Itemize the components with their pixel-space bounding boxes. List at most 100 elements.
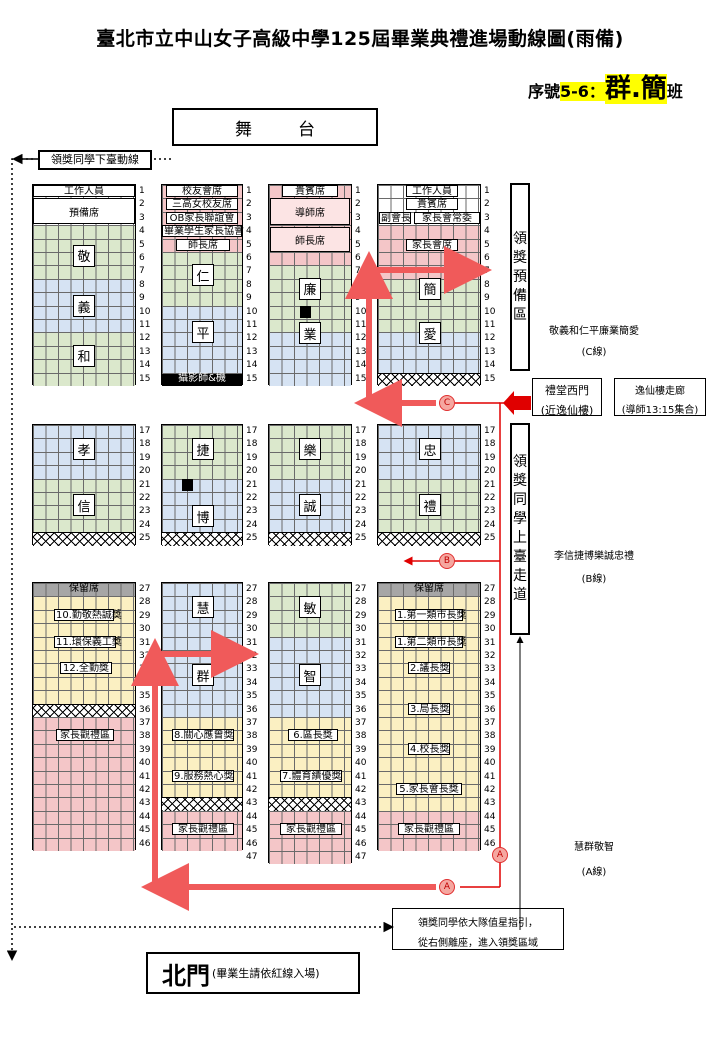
row-number: 20 (139, 466, 151, 477)
c-line-title: 敬義和仁平廉業簡愛 (549, 326, 639, 337)
award-label: 9.服務熱心獎 (172, 769, 234, 782)
seat-row (269, 837, 351, 851)
vertical-char: 區 (513, 306, 527, 323)
row-number: 34 (484, 677, 496, 688)
seat-row (33, 650, 135, 664)
a-line-title: 慧群敬智 (574, 842, 614, 853)
row-number: 9 (246, 293, 252, 304)
row-number: 14 (355, 360, 367, 371)
row-number: 24 (484, 519, 496, 530)
award-note-line1: 領獎同學依大隊值星指引， (418, 918, 538, 929)
a-line-label: (A線) (581, 867, 607, 878)
seat-row (33, 278, 135, 293)
row-number: 12 (484, 333, 496, 344)
row-number: 15 (484, 373, 496, 384)
seat-row (162, 425, 242, 439)
seat-row (269, 690, 351, 704)
row-number: 11 (139, 320, 151, 330)
north-gate-note: (畢業生請依紅線入場) (212, 967, 320, 980)
row-number: 10 (246, 306, 258, 317)
row-number: 18 (355, 439, 367, 450)
class-label: 簡 (419, 277, 441, 300)
vertical-char: 學 (513, 511, 527, 527)
row-number: 11 (355, 320, 367, 330)
row-number: 8 (139, 279, 145, 290)
row-number: 1 (246, 186, 252, 196)
parents-committee-label: 家長會常委 (414, 211, 480, 224)
row-number: 41 (139, 771, 151, 782)
seat-row (162, 305, 242, 319)
row-number: 41 (355, 771, 367, 782)
serial-prefix: 序號 (528, 82, 561, 101)
row-number: 25 (484, 533, 496, 544)
row-number: 11 (484, 320, 496, 330)
seat-row (378, 730, 480, 744)
row-number: 39 (246, 744, 258, 755)
corridor-title: 逸仙樓走廊 (635, 386, 685, 397)
award-label: 8.關心應曾獎 (172, 729, 234, 742)
row-number: 18 (139, 439, 151, 450)
seat-row (162, 690, 242, 704)
row-number: 40 (484, 758, 496, 769)
seat-row (378, 425, 480, 439)
row-number: 25 (139, 533, 151, 544)
vertical-char: 獎 (513, 473, 527, 489)
row-number: 5 (355, 239, 361, 250)
seat-row (33, 465, 135, 479)
row-number: 44 (355, 811, 367, 822)
seat-row (33, 623, 135, 637)
seat-row (378, 757, 480, 771)
black-seat (300, 305, 311, 318)
award-note-line2: 從右側離座，進入領獎區域 (418, 938, 538, 949)
seat-row (269, 650, 351, 664)
vertical-char: 領 (513, 230, 527, 247)
seat-row (269, 703, 351, 717)
seat-row (162, 359, 242, 373)
seat-row (162, 810, 242, 825)
seat-row (269, 425, 351, 439)
row-number: 44 (246, 811, 258, 822)
row-number: 2 (246, 199, 252, 210)
row-number: 31 (355, 637, 367, 648)
row-number: 21 (246, 479, 258, 490)
row-number: 25 (246, 533, 258, 544)
row-number: 2 (484, 199, 490, 210)
seat-row (33, 478, 135, 492)
class-label: 義 (73, 295, 95, 318)
row-number: 15 (355, 373, 367, 384)
class-label: 禮 (419, 494, 441, 516)
col2-mid-block (161, 424, 243, 546)
row-number: 24 (355, 519, 367, 530)
row-number: 17 (246, 426, 258, 436)
row-number: 40 (139, 758, 151, 769)
seat-row (378, 770, 480, 784)
row-number: 30 (139, 624, 151, 635)
parents-assoc-label: 畢業學生家長協會 (162, 225, 244, 238)
col1-mid-block (32, 424, 136, 546)
b-line-title: 李信捷博樂誠忠禮 (554, 551, 634, 562)
seat-row (33, 784, 135, 798)
seat-row (378, 532, 480, 546)
seat-row (33, 332, 135, 346)
row-number: 28 (246, 597, 258, 608)
class-label: 廉 (299, 277, 321, 300)
teachers-label: 師長席 (176, 238, 230, 251)
row-number: 38 (246, 731, 258, 742)
serial-suffix: 班 (666, 82, 683, 101)
seat-row (269, 784, 351, 798)
seat-row (162, 583, 242, 597)
row-number: 39 (484, 744, 496, 755)
corridor-box: 逸仙樓走廊 (導師13:15集合) (614, 378, 706, 416)
serial-number: 5-6： (560, 82, 605, 101)
row-number: 14 (139, 360, 151, 371)
seat-row (269, 345, 351, 360)
seat-row (378, 518, 480, 533)
row-number: 17 (139, 426, 151, 436)
row-number: 45 (484, 825, 496, 836)
vip-label: 貴賓席 (282, 185, 338, 197)
c-line-label: (C線) (581, 347, 607, 358)
west-gate-title: 禮堂西門 (545, 384, 589, 397)
row-number: 12 (139, 333, 151, 344)
row-number: 13 (355, 346, 367, 357)
